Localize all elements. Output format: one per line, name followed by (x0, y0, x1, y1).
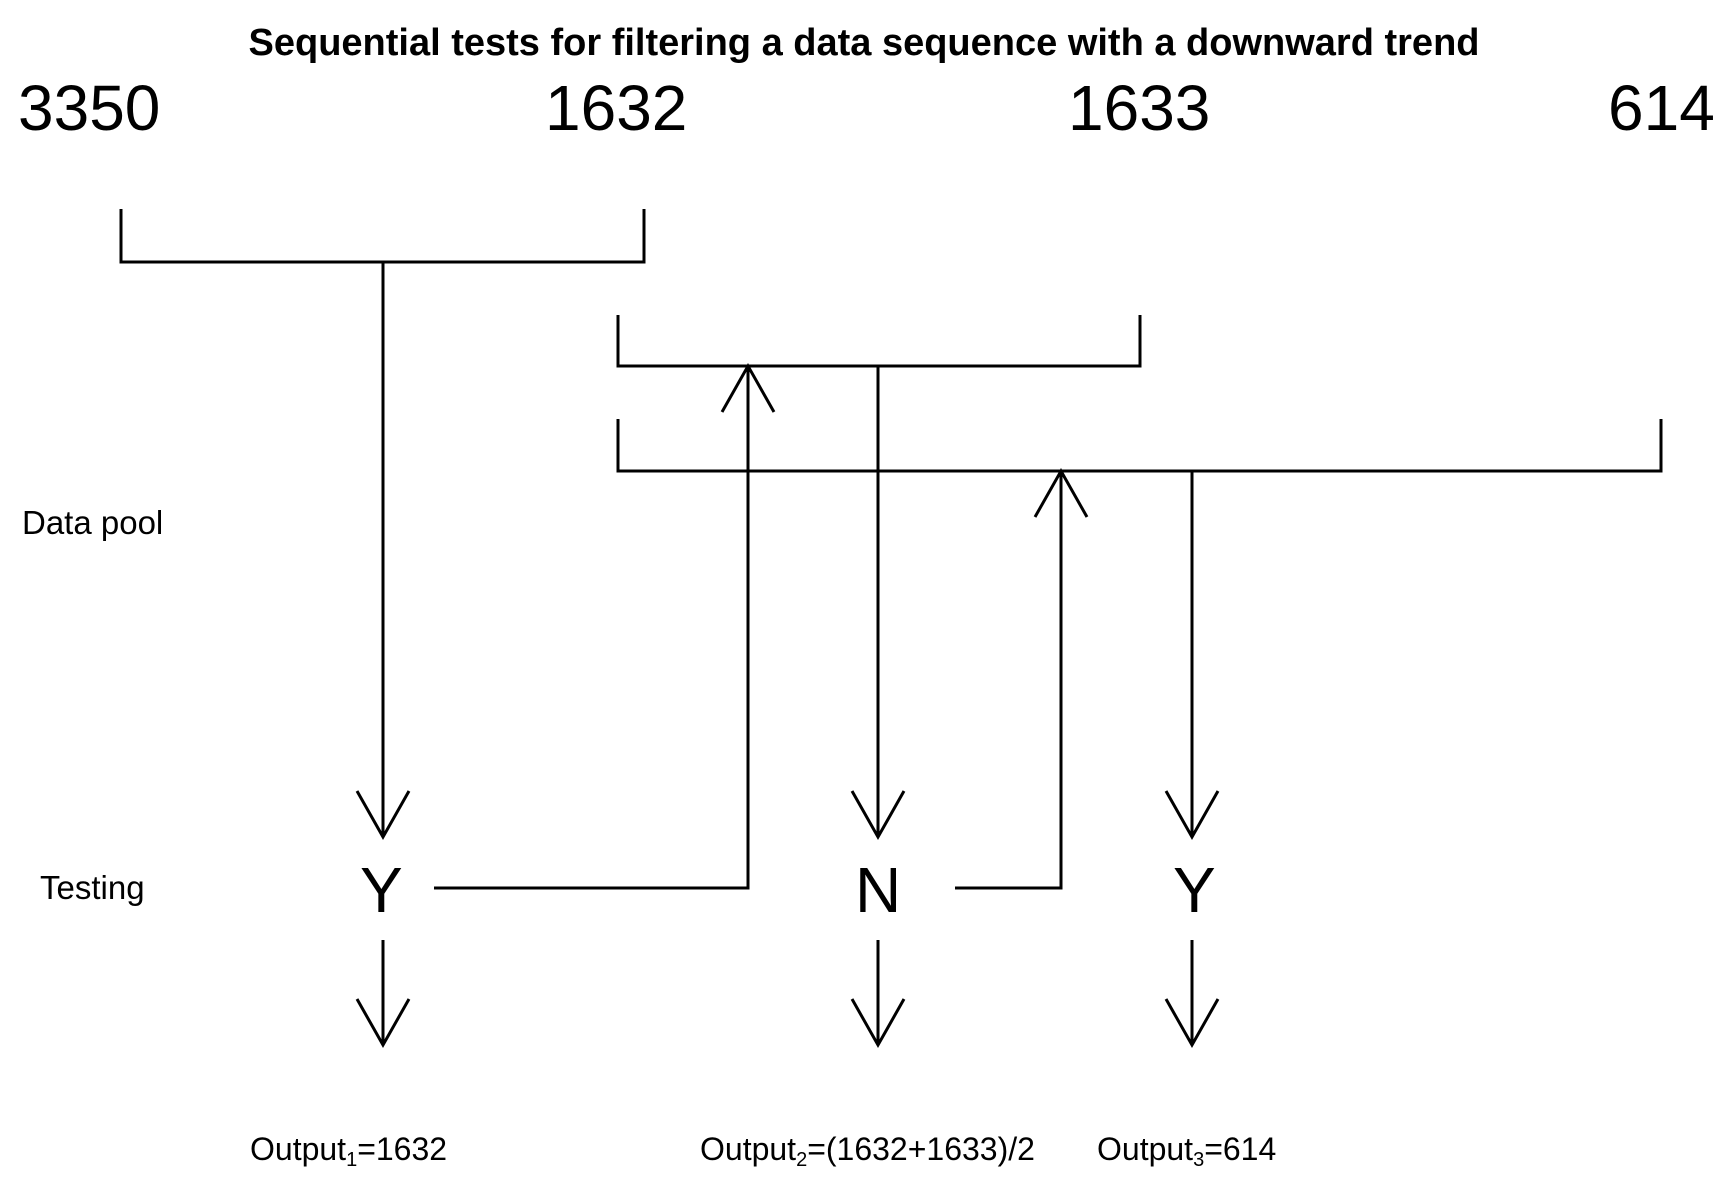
output-arrow-2 (850, 940, 906, 1049)
output-3: Output3=614 (1097, 1131, 1277, 1171)
sequence-value-3: 1633 (1068, 72, 1211, 144)
output-2: Output2=(1632+1633)/2 (700, 1131, 1035, 1171)
sequence-value-2: 1632 (545, 72, 688, 144)
comparison-bracket-2 (616, 315, 1142, 841)
testing-label: Testing (40, 869, 145, 906)
test-result-1: Y (360, 854, 403, 926)
output-arrow-1 (355, 940, 411, 1049)
sequence-value-4: 614 (1608, 72, 1715, 144)
test-result-3: Y (1173, 854, 1216, 926)
test-result-2: N (855, 854, 902, 926)
comparison-bracket-1 (119, 209, 646, 841)
data-pool-label: Data pool (22, 504, 164, 541)
output-arrow-3 (1164, 940, 1220, 1049)
output-1: Output1=1632 (250, 1131, 448, 1171)
feedback-arrow-2 (955, 467, 1089, 890)
sequence-value-1: 3350 (18, 72, 161, 144)
diagram-title: Sequential tests for filtering a data se… (248, 22, 1480, 64)
feedback-arrow-1 (434, 362, 776, 890)
comparison-bracket-3 (616, 419, 1663, 841)
